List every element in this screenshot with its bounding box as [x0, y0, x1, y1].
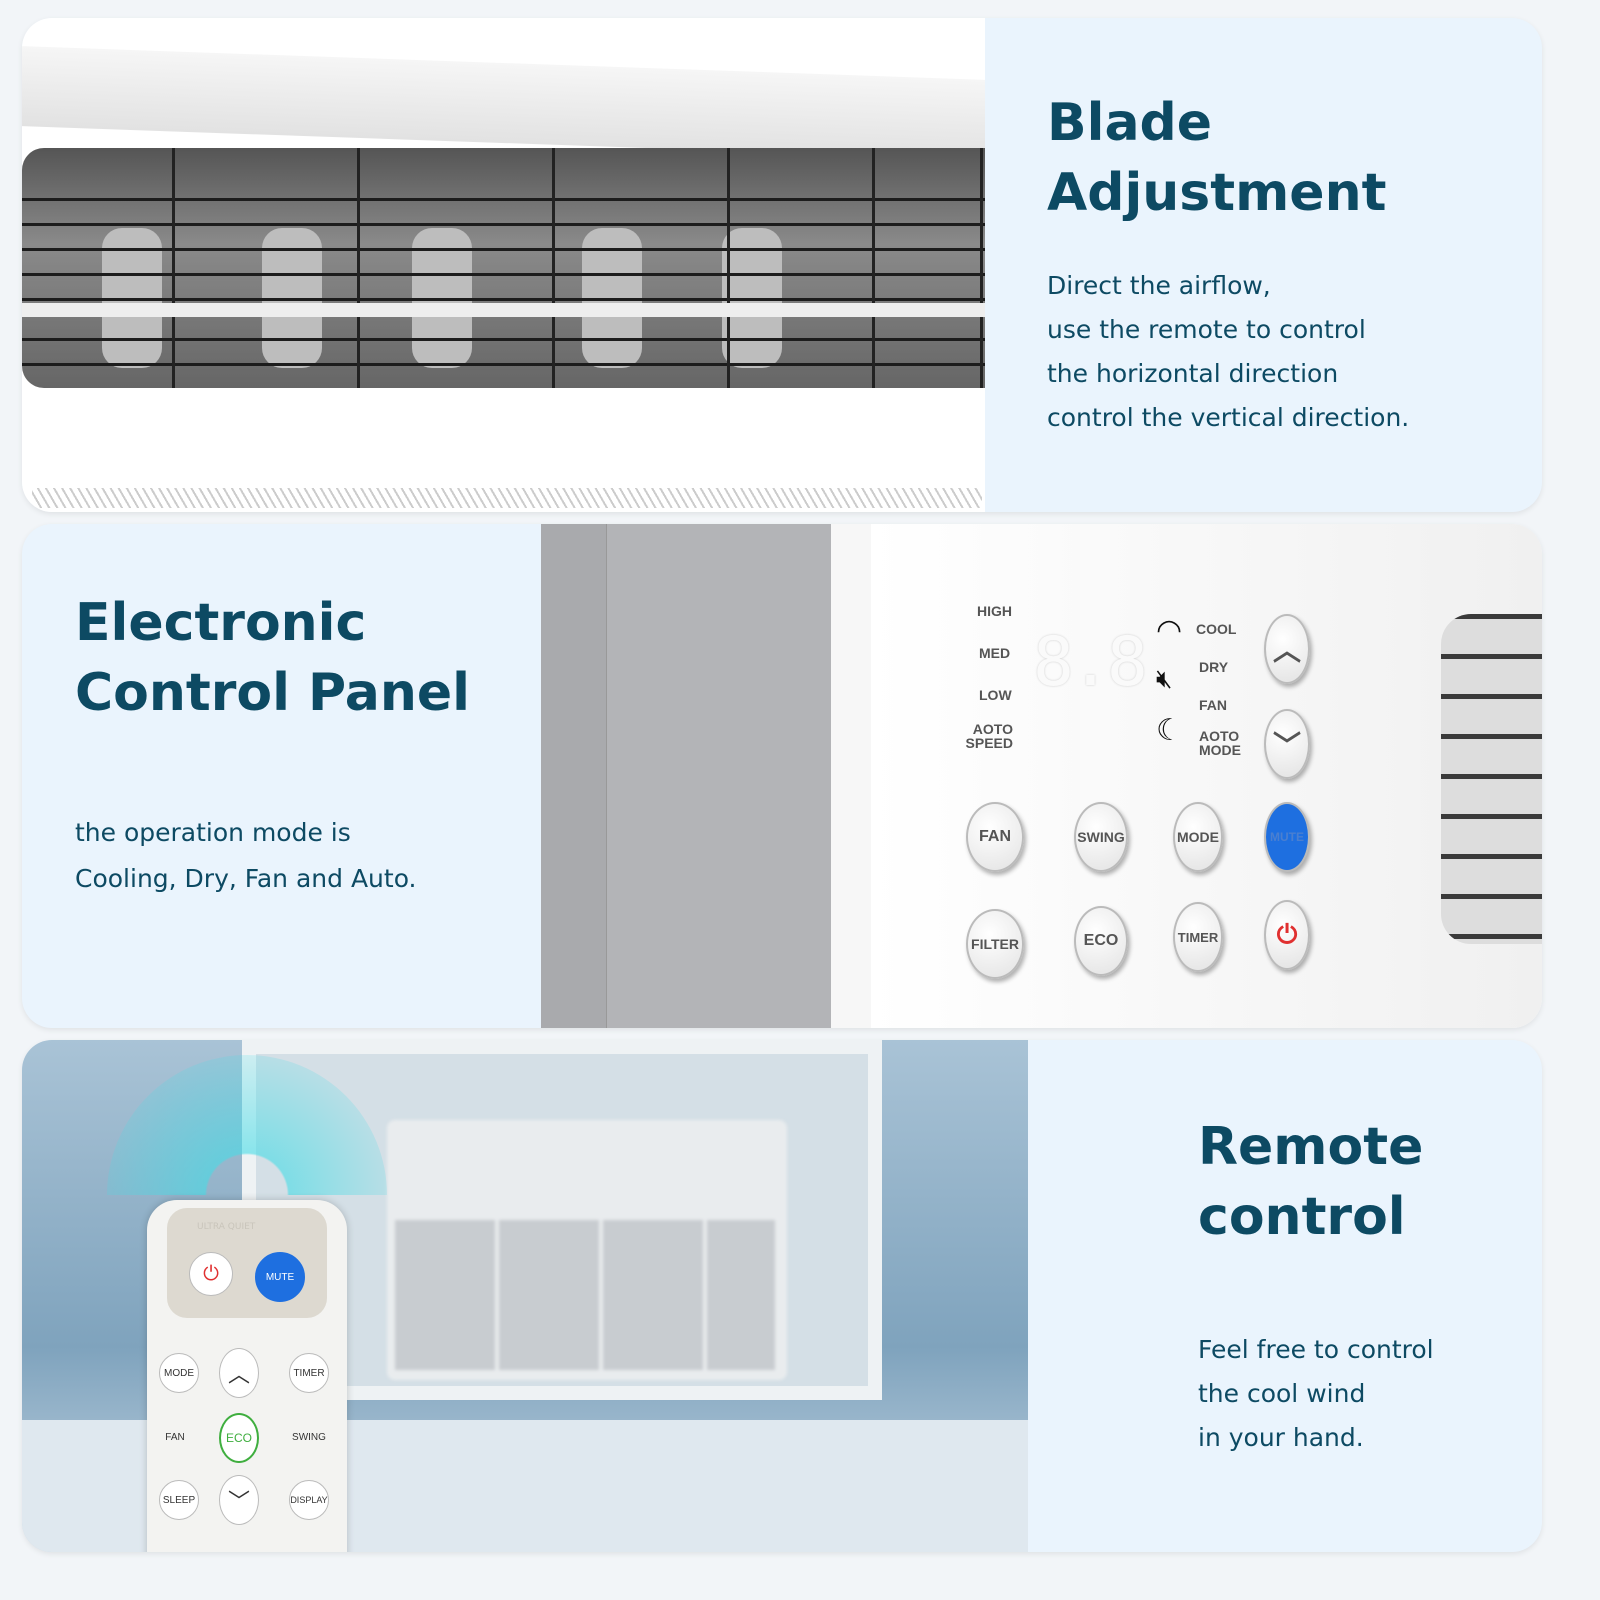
chevron-up-icon[interactable]: ︿: [1264, 614, 1310, 684]
chevron-up-icon[interactable]: ︿: [219, 1348, 259, 1398]
remote-scene-image: ULTRA QUIET ⏻ MUTE MODE TIMER ︿ FAN ECO …: [22, 1040, 1028, 1552]
swing-button[interactable]: SWING: [1074, 802, 1128, 872]
mute-button[interactable]: MUTE: [1264, 802, 1310, 872]
timer-button[interactable]: TIMER: [1173, 902, 1223, 972]
speed-label: AOTO SPEED: [965, 721, 1013, 751]
section-description: Direct the airflow,use the remote to con…: [1047, 271, 1410, 432]
fan-button[interactable]: FAN: [966, 802, 1024, 872]
remote-fan-button[interactable]: FAN: [165, 1431, 185, 1443]
remote-control: ULTRA QUIET ⏻ MUTE MODE TIMER ︿ FAN ECO …: [147, 1200, 347, 1552]
speed-label: HIGH: [977, 603, 1012, 619]
led-display: 8.8: [1033, 623, 1148, 702]
remote-swing-button[interactable]: SWING: [292, 1431, 326, 1443]
remote-timer-button[interactable]: TIMER: [289, 1353, 329, 1393]
remote-control-section: ULTRA QUIET ⏻ MUTE MODE TIMER ︿ FAN ECO …: [22, 1040, 1542, 1552]
control-panel-image: HIGH MED LOW AOTO SPEED 8.8 ◠ 🔇︎ ☾ COOL …: [541, 524, 1542, 1028]
mode-label: COOL: [1196, 621, 1237, 637]
wifi-icon: ◠: [1156, 613, 1183, 648]
filter-button[interactable]: FILTER: [966, 909, 1024, 979]
ac-louver-image: [22, 18, 985, 512]
speed-label: LOW: [979, 687, 1012, 703]
chevron-down-icon[interactable]: ﹀: [219, 1475, 259, 1525]
remote-sleep-button[interactable]: SLEEP: [159, 1480, 199, 1520]
remote-brand: ULTRA QUIET: [197, 1222, 256, 1232]
mode-label: FAN: [1199, 697, 1227, 713]
chevron-down-icon[interactable]: ﹀: [1264, 709, 1310, 779]
speed-label: MED: [979, 645, 1011, 661]
remote-display-button[interactable]: DISPLAY: [289, 1480, 329, 1520]
power-icon[interactable]: ⏻: [189, 1252, 233, 1296]
mute-icon: 🔇︎: [1156, 664, 1173, 694]
mode-label: AOTO MODE: [1199, 728, 1241, 758]
power-icon[interactable]: ⏻: [1264, 900, 1310, 970]
mode-button[interactable]: MODE: [1173, 802, 1223, 872]
remote-eco-button[interactable]: ECO: [219, 1413, 259, 1463]
remote-mute-button[interactable]: MUTE: [255, 1252, 305, 1302]
eco-button[interactable]: ECO: [1074, 906, 1128, 976]
moon-icon: ☾: [1156, 713, 1183, 748]
mode-label: DRY: [1199, 659, 1229, 675]
remote-mode-button[interactable]: MODE: [159, 1353, 199, 1393]
